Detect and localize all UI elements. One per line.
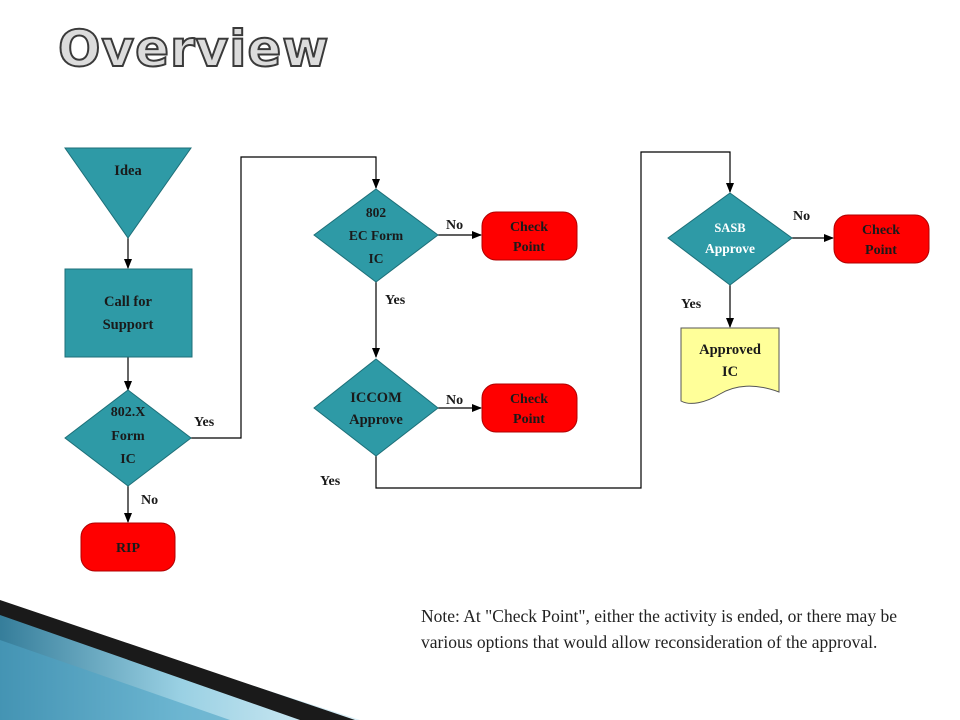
- edge-label-802x-yes: Yes: [194, 415, 215, 430]
- call-support-label-line1: Call for: [104, 294, 152, 310]
- 802x-label-line1: 802.X: [111, 405, 146, 420]
- edge-labels: Yes No No Yes No Yes No Yes: [141, 209, 810, 508]
- connectors: [124, 151, 834, 523]
- connector-802x-yes-to-802ec: [190, 156, 380, 439]
- node-approved-ic: Approved IC: [680, 327, 780, 404]
- connector-iccom-yes-to-sasb: [375, 151, 734, 489]
- 802ec-shape: [313, 188, 439, 283]
- checkpoint-3-shape: [833, 214, 930, 264]
- 802x-label-line2: Form: [111, 429, 145, 444]
- edge-label-sasb-yes: Yes: [681, 297, 702, 312]
- edge-label-802ec-no: No: [446, 218, 463, 233]
- node-rip: RIP: [80, 522, 176, 572]
- iccom-label-line1: ICCOM: [350, 390, 402, 406]
- footnote: Note: At "Check Point", either the activ…: [421, 606, 897, 652]
- checkpoint-1-label-line2: Point: [513, 240, 545, 255]
- 802ec-label-line2: EC Form: [349, 228, 404, 243]
- edge-label-iccom-no: No: [446, 393, 463, 408]
- node-sasb-approve: SASB Approve: [667, 192, 793, 286]
- rip-label: RIP: [116, 541, 141, 556]
- edge-label-802ec-yes: Yes: [385, 293, 406, 308]
- checkpoint-3-label-line1: Check: [862, 223, 900, 238]
- node-check-point-1: Check Point: [481, 211, 578, 261]
- 802ec-label-line3: IC: [368, 251, 383, 266]
- node-check-point-3: Check Point: [833, 214, 930, 264]
- edge-label-sasb-no: No: [793, 209, 810, 224]
- node-check-point-2: Check Point: [481, 383, 578, 433]
- iccom-label-line2: Approve: [349, 412, 403, 428]
- node-iccom-approve: ICCOM Approve: [313, 358, 439, 457]
- node-idea: Idea: [64, 147, 192, 239]
- slide-title: Overview: [57, 19, 330, 79]
- sasb-label-line2: Approve: [705, 241, 755, 256]
- approved-shape: [680, 327, 780, 404]
- node-802-ec-form-ic: 802 EC Form IC: [313, 188, 439, 283]
- node-802x-form-ic: 802.X Form IC: [64, 389, 192, 487]
- 802ec-label-line1: 802: [366, 205, 387, 220]
- rip-shape: [80, 522, 176, 572]
- iccom-shape: [313, 358, 439, 457]
- 802x-label-line3: IC: [120, 452, 136, 467]
- approved-label-line1: Approved: [699, 342, 761, 358]
- checkpoint-2-label-line1: Check: [510, 392, 548, 407]
- sasb-label-line1: SASB: [714, 221, 745, 235]
- checkpoint-1-label-line1: Check: [510, 220, 548, 235]
- idea-label: Idea: [114, 163, 142, 179]
- edge-label-iccom-yes: Yes: [320, 474, 341, 489]
- call-support-shape: [64, 268, 193, 358]
- checkpoint-2-label-line2: Point: [513, 412, 545, 427]
- checkpoint-2-shape: [481, 383, 578, 433]
- 802x-shape: [64, 389, 192, 487]
- idea-shape: [64, 147, 192, 239]
- checkpoint-3-label-line2: Point: [865, 243, 897, 258]
- approved-label-line2: IC: [722, 364, 738, 380]
- node-call-for-support: Call for Support: [64, 268, 193, 358]
- sasb-shape: [667, 192, 793, 286]
- checkpoint-1-shape: [481, 211, 578, 261]
- edge-label-802x-no: No: [141, 493, 158, 508]
- call-support-label-line2: Support: [103, 317, 154, 333]
